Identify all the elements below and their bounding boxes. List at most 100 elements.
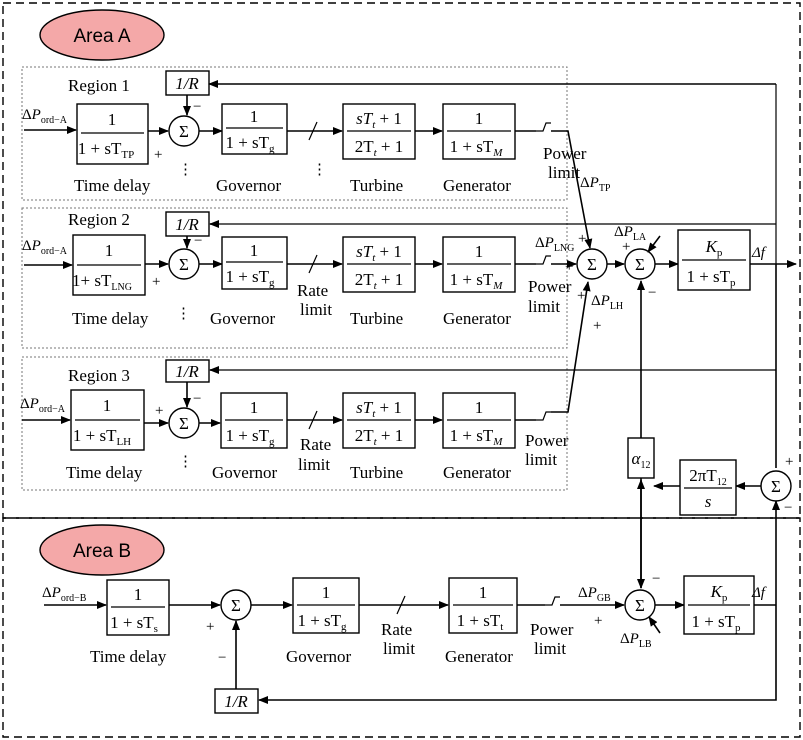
power-limit-symbol-region-2: [536, 255, 551, 265]
svg-text:Σ: Σ: [587, 255, 597, 274]
svg-text:Σ: Σ: [635, 255, 645, 274]
svg-text:⋮: ⋮: [176, 306, 191, 322]
svg-text:1 + sTp: 1 + sTp: [691, 612, 741, 634]
svg-text:−: −: [652, 571, 660, 587]
svg-text:sTt + 1: sTt + 1: [356, 109, 402, 131]
svg-text:Rate: Rate: [300, 435, 331, 454]
svg-text:1: 1: [105, 241, 114, 260]
governor-label-b: Governor: [286, 647, 351, 666]
governor-block-region-1: [221, 103, 288, 155]
svg-text:Power: Power: [543, 144, 587, 163]
delta-f-label-a: Δf: [751, 245, 767, 261]
power-limit-symbol-region-3: [536, 411, 551, 421]
region-1: ΔPord−A 1 1 + sTTP + Σ − 1 1 + sTg sTt +…: [22, 70, 587, 195]
svg-text:⋮: ⋮: [312, 162, 327, 178]
svg-text:α12: α12: [632, 449, 651, 471]
svg-text:Rate: Rate: [381, 620, 412, 639]
svg-text:+: +: [206, 619, 214, 635]
time-delay-label-b: Time delay: [90, 647, 167, 666]
svg-text:1: 1: [134, 585, 143, 604]
delta-p-lh-label: ΔPLH: [591, 293, 623, 312]
governor-label-region-3: Governor: [212, 463, 277, 482]
svg-text:s: s: [705, 492, 712, 511]
delta-p-lng-label: ΔPLNG: [535, 235, 574, 254]
svg-text:1 + sTTP: 1 + sTTP: [78, 139, 134, 161]
svg-text:+: +: [622, 239, 630, 255]
svg-text:2Tt + 1: 2Tt + 1: [355, 137, 404, 159]
svg-text:1: 1: [475, 242, 484, 261]
svg-text:+: +: [155, 403, 163, 419]
svg-text:1 + sTM: 1 + sTM: [450, 137, 504, 159]
area-b-badge: [39, 524, 165, 576]
svg-text:1: 1: [250, 107, 259, 126]
svg-text:sTt + 1: sTt + 1: [356, 398, 402, 420]
area-a-badge: [39, 9, 165, 61]
svg-text:limit: limit: [525, 450, 557, 469]
svg-text:sTt + 1: sTt + 1: [356, 242, 402, 264]
region-3-border: [21, 356, 568, 491]
svg-text:−: −: [194, 233, 202, 249]
time-delay-block-tp: [76, 103, 149, 165]
svg-text:1: 1: [250, 398, 259, 417]
area-a-border: [2, 2, 801, 519]
svg-text:−: −: [784, 500, 792, 516]
svg-text:Σ: Σ: [231, 596, 241, 615]
svg-text:1: 1: [322, 583, 331, 602]
governor-block-region-2: [221, 236, 288, 290]
svg-text:1 + sTLH: 1 + sTLH: [73, 426, 131, 448]
svg-text:+: +: [577, 288, 585, 304]
svg-text:1: 1: [108, 110, 117, 129]
time-delay-label-region-1: Time delay: [74, 176, 151, 195]
svg-text:limit: limit: [300, 300, 332, 319]
svg-text:limit: limit: [298, 455, 330, 474]
region-2: ΔPord−A 1 1+ sTLNG + Σ − 1 1 + sTg Rate …: [22, 211, 577, 328]
svg-text:1 + sTg: 1 + sTg: [225, 133, 275, 155]
svg-text:1/R: 1/R: [175, 74, 199, 93]
svg-text:1/R: 1/R: [175, 362, 199, 381]
svg-text:+: +: [593, 318, 601, 334]
area-b-label: Area B: [73, 541, 131, 562]
svg-text:Σ: Σ: [179, 255, 189, 274]
svg-text:limit: limit: [534, 639, 566, 658]
svg-text:limit: limit: [383, 639, 415, 658]
svg-text:1 + sTt: 1 + sTt: [457, 611, 504, 633]
svg-text:1+ sTLNG: 1+ sTLNG: [72, 271, 132, 293]
generator-label-region-3: Generator: [443, 463, 511, 482]
delta-p-la-label: ΔPLA: [614, 224, 647, 243]
power-limit-symbol-b: [545, 596, 560, 606]
svg-text:−: −: [193, 99, 201, 115]
svg-text:limit: limit: [548, 163, 580, 182]
svg-text:1: 1: [103, 396, 112, 415]
svg-text:Σ: Σ: [635, 596, 645, 615]
delta-p-lb-label: ΔPLB: [620, 631, 652, 650]
area-a: Area A Region 1 Region 2 Region 3 ΔPord−…: [2, 2, 801, 519]
region-3: ΔPord−A 1 1 + sTLH + Σ − 1 1 + sTg Rate …: [20, 359, 569, 482]
governor-label-region-1: Governor: [216, 176, 281, 195]
droop-feedback-line-b: [258, 605, 777, 704]
svg-text:1 + sTs: 1 + sTs: [110, 613, 158, 635]
svg-text:1 + sTg: 1 + sTg: [225, 267, 275, 289]
svg-text:Σ: Σ: [179, 122, 189, 141]
svg-text:1 + sTg: 1 + sTg: [297, 611, 347, 633]
turbine-label-region-3: Turbine: [350, 463, 403, 482]
svg-text:1 + sTM: 1 + sTM: [450, 426, 504, 448]
svg-text:+: +: [565, 259, 573, 275]
svg-text:1/R: 1/R: [224, 692, 248, 711]
input-signal-area-b: ΔPord−B: [42, 585, 87, 604]
input-signal-region-2: ΔPord−A: [22, 238, 68, 257]
svg-text:Σ: Σ: [771, 477, 781, 496]
input-signal-region-1: ΔPord−A: [22, 107, 68, 126]
region-1-label: Region 1: [68, 76, 130, 95]
svg-text:Rate: Rate: [297, 281, 328, 300]
svg-text:Kp: Kp: [705, 237, 723, 259]
region-2-label: Region 2: [68, 210, 130, 229]
svg-text:1: 1: [475, 109, 484, 128]
area-a-label: Area A: [73, 26, 130, 47]
svg-text:Σ: Σ: [179, 414, 189, 433]
svg-text:2πT12: 2πT12: [689, 466, 726, 488]
svg-text:Power: Power: [528, 277, 572, 296]
turbine-label-region-2: Turbine: [350, 309, 403, 328]
svg-text:2Tt + 1: 2Tt + 1: [355, 270, 404, 292]
region-3-output-line: [551, 281, 591, 413]
